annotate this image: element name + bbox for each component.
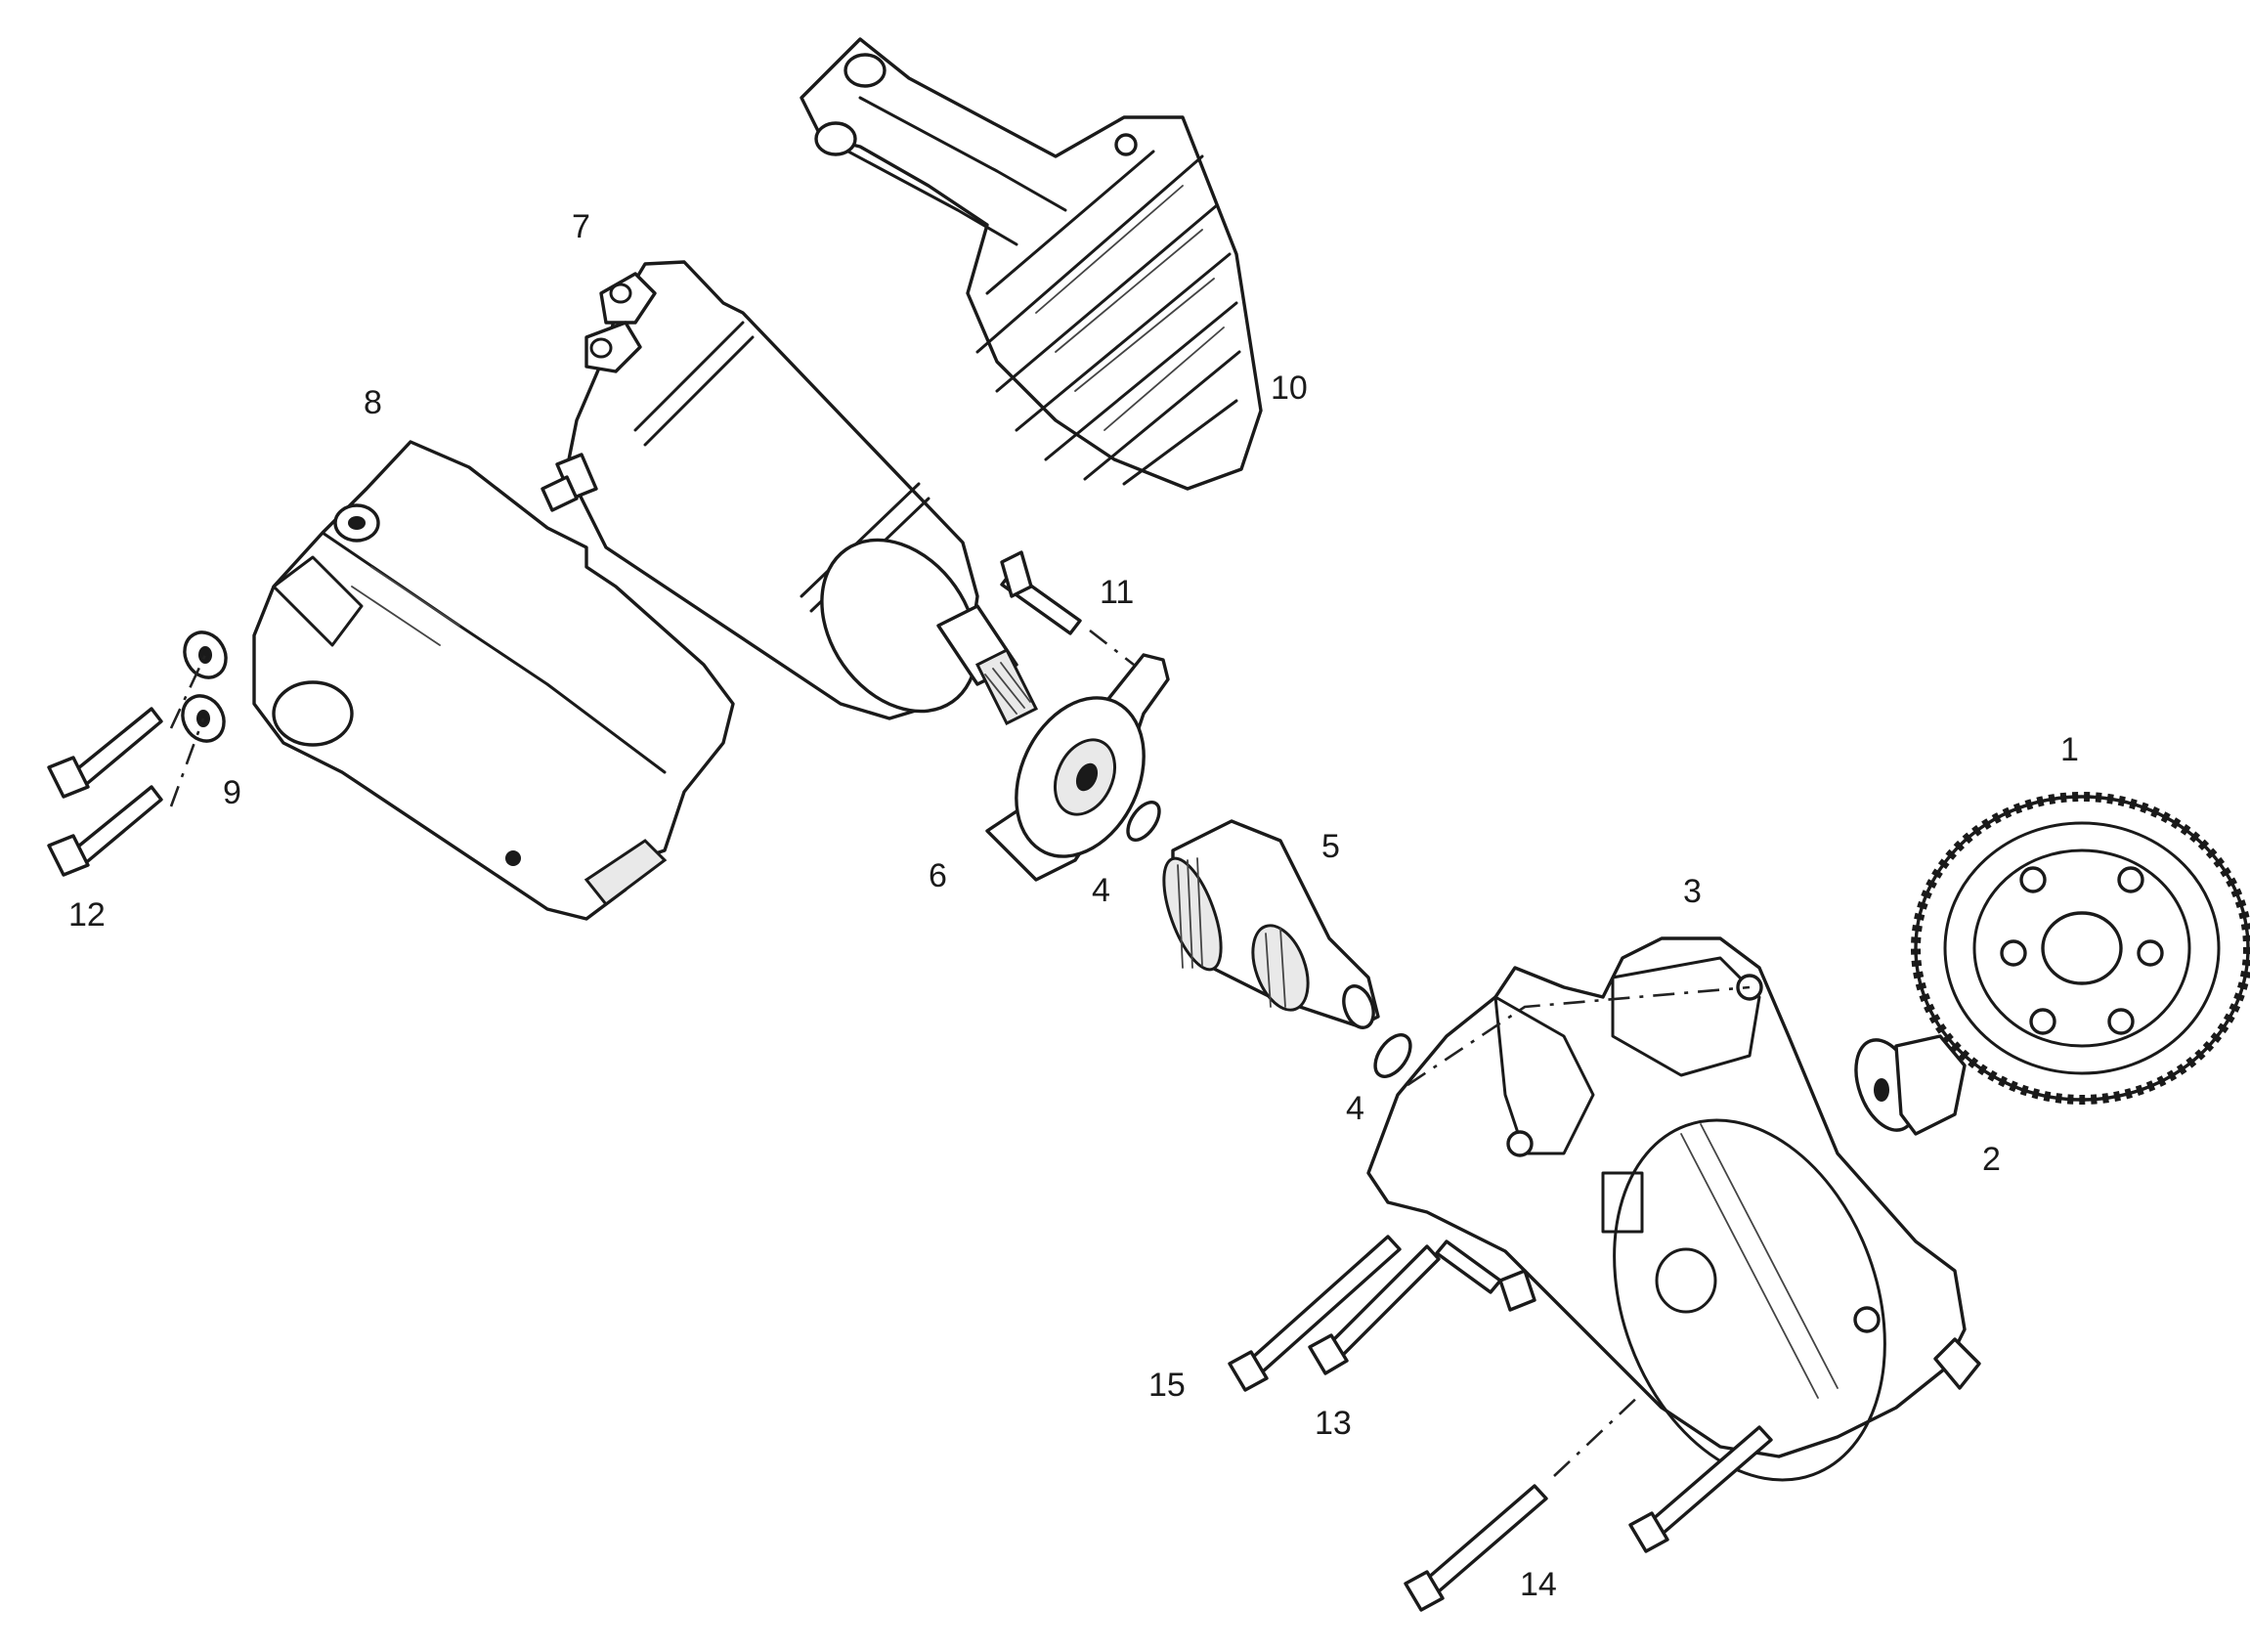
part-4-washer-upper [1126, 801, 1161, 842]
callout-4-upper: 4 [1092, 872, 1110, 909]
callout-14: 14 [1520, 1566, 1557, 1603]
callout-7: 7 [572, 208, 590, 245]
callout-5: 5 [1321, 828, 1340, 865]
callout-10: 10 [1271, 370, 1308, 407]
callout-11: 11 [1100, 574, 1134, 611]
callout-3: 3 [1683, 873, 1702, 910]
part-3-clutch-cover [1366, 936, 1981, 1482]
part-6-drive-housing [985, 653, 1170, 882]
callout-8: 8 [364, 384, 382, 421]
callout-12: 12 [68, 896, 106, 934]
callout-6: 6 [929, 857, 947, 894]
callout-9: 9 [223, 774, 241, 811]
part-13-bolts [1308, 1239, 1536, 1375]
part-7-starter-motor [541, 260, 1039, 726]
part-4-washer-lower [1373, 1033, 1412, 1078]
part-11-bolt [1000, 550, 1135, 667]
part-9-washers [181, 630, 228, 743]
callout-2: 2 [1982, 1141, 2001, 1178]
part-14-bolts [1404, 1392, 1773, 1612]
part-2-nut [1854, 1034, 1967, 1136]
part-8-starter-cover [252, 440, 735, 921]
part-12-bolts [47, 654, 207, 877]
callout-4-lower: 4 [1346, 1090, 1364, 1127]
callout-13: 13 [1315, 1405, 1352, 1442]
part-15-bolt [1228, 1235, 1402, 1392]
callout-labels: 1 2 3 4 4 5 6 7 8 9 10 11 12 13 14 15 [68, 208, 2079, 1603]
part-5-starter-drive [1162, 819, 1380, 1029]
part-10-heat-shield-bracket [800, 37, 1263, 491]
part-1-ring-gear [1911, 792, 2250, 1105]
callout-1: 1 [2060, 731, 2079, 768]
callout-15: 15 [1148, 1367, 1186, 1404]
